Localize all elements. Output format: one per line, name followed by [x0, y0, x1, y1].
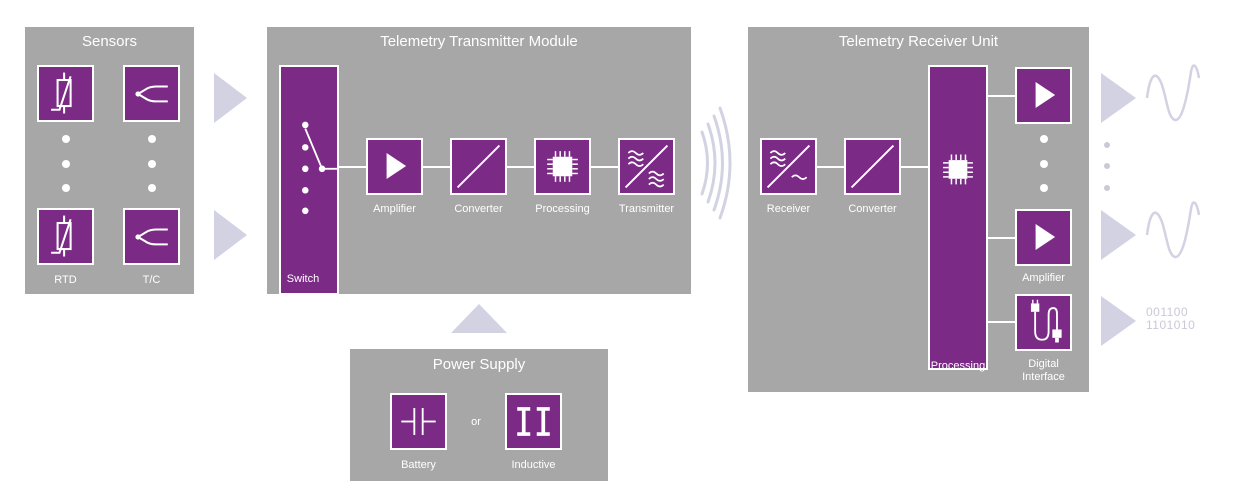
sensors-title: Sensors [81, 33, 138, 50]
rtd-label: RTD [54, 274, 77, 286]
converter-icon [456, 144, 501, 189]
output-arrow-middle [1101, 210, 1136, 260]
signal-line [901, 166, 928, 168]
digital-interface-block [1015, 294, 1072, 351]
ellipsis-dot [1104, 142, 1110, 148]
signal-line [988, 321, 1015, 323]
tc-sensor-top [123, 65, 180, 122]
switch-block [279, 65, 339, 295]
rx-amplifier-label: Amplifier [1022, 272, 1065, 284]
converter-icon [850, 144, 895, 189]
power-supply-panel: Power Supply Battery or Inductive [350, 349, 608, 481]
ellipsis-dot [62, 184, 70, 192]
digital-interface-label: Digital Interface [1022, 358, 1065, 383]
inductive-block [505, 393, 562, 450]
switch-label: Switch [286, 273, 320, 285]
receiver-title: Telemetry Receiver Unit [838, 33, 999, 50]
amplifier-icon [386, 153, 407, 180]
signal-line [507, 166, 534, 168]
thermocouple-icon [135, 228, 168, 246]
transmitter-label: Transmitter [618, 203, 675, 215]
ellipsis-dot [1104, 185, 1110, 191]
signal-line [423, 166, 450, 168]
processing-block [534, 138, 591, 195]
tc-label: T/C [142, 274, 161, 286]
ellipsis-dot [148, 160, 156, 168]
rx-processing-block [928, 65, 988, 370]
signal-line [591, 166, 618, 168]
transmitter-title: Telemetry Transmitter Module [380, 33, 578, 50]
amplifier-icon [1035, 224, 1056, 251]
binary-output-text: 001100 1101010 [1146, 306, 1195, 332]
amplifier-block [366, 138, 423, 195]
input-arrow-bottom [214, 210, 247, 260]
transmitter-panel: Telemetry Transmitter Module Switch Ampl… [267, 27, 691, 295]
ellipsis-dot [148, 135, 156, 143]
rtd-sensor-bottom [37, 208, 94, 265]
inductive-coupling-icon [517, 407, 550, 436]
sensors-panel: Sensors RTD [25, 27, 194, 294]
thermocouple-icon [135, 85, 168, 103]
rx-processing-label: Processing [930, 360, 986, 372]
signal-line [988, 95, 1015, 97]
amplifier-block-bottom [1015, 209, 1072, 266]
tc-sensor-bottom [123, 208, 180, 265]
inductive-label: Inductive [511, 459, 556, 471]
transmitter-icon [624, 144, 669, 189]
battery-block [390, 393, 447, 450]
ellipsis-dot [1040, 135, 1048, 143]
chip-icon [547, 151, 578, 182]
sine-wave-icon [1145, 64, 1201, 122]
binary-line-2: 1101010 [1146, 318, 1196, 332]
sine-wave-icon [1145, 201, 1201, 259]
switch-icon [302, 121, 337, 215]
ellipsis-dot [1104, 163, 1110, 169]
output-arrow-bottom [1101, 296, 1136, 346]
converter-block [450, 138, 507, 195]
signal-line [988, 237, 1015, 239]
ellipsis-dot [148, 184, 156, 192]
binary-line-1: 001100 [1146, 305, 1189, 319]
transmitter-block [618, 138, 675, 195]
signal-line [817, 166, 844, 168]
power-title: Power Supply [432, 356, 526, 373]
output-arrow-top [1101, 73, 1136, 123]
rx-converter-label: Converter [848, 203, 897, 215]
processing-label: Processing [535, 203, 590, 215]
battery-icon [401, 408, 436, 435]
rtd-sensor-top [37, 65, 94, 122]
receiver-panel: Telemetry Receiver Unit Receiver Convert… [748, 27, 1089, 392]
cable-plug-icon [1030, 299, 1062, 343]
amplifier-icon [1035, 82, 1056, 109]
receiver-label: Receiver [766, 203, 811, 215]
amplifier-label: Amplifier [373, 203, 416, 215]
ellipsis-dot [62, 160, 70, 168]
input-arrow-top [214, 73, 247, 123]
power-arrow-up [451, 304, 507, 333]
or-label: or [471, 416, 481, 428]
ellipsis-dot [1040, 184, 1048, 192]
chip-icon [943, 154, 973, 185]
battery-label: Battery [401, 459, 436, 471]
rx-converter-block [844, 138, 901, 195]
receiver-icon [766, 144, 811, 189]
signal-line [339, 166, 366, 168]
thermistor-icon [51, 72, 72, 114]
ellipsis-dot [62, 135, 70, 143]
amplifier-block-top [1015, 67, 1072, 124]
converter-label: Converter [454, 203, 503, 215]
thermistor-icon [51, 215, 72, 257]
ellipsis-dot [1040, 160, 1048, 168]
receiver-block [760, 138, 817, 195]
radio-waves-icon [700, 106, 732, 220]
